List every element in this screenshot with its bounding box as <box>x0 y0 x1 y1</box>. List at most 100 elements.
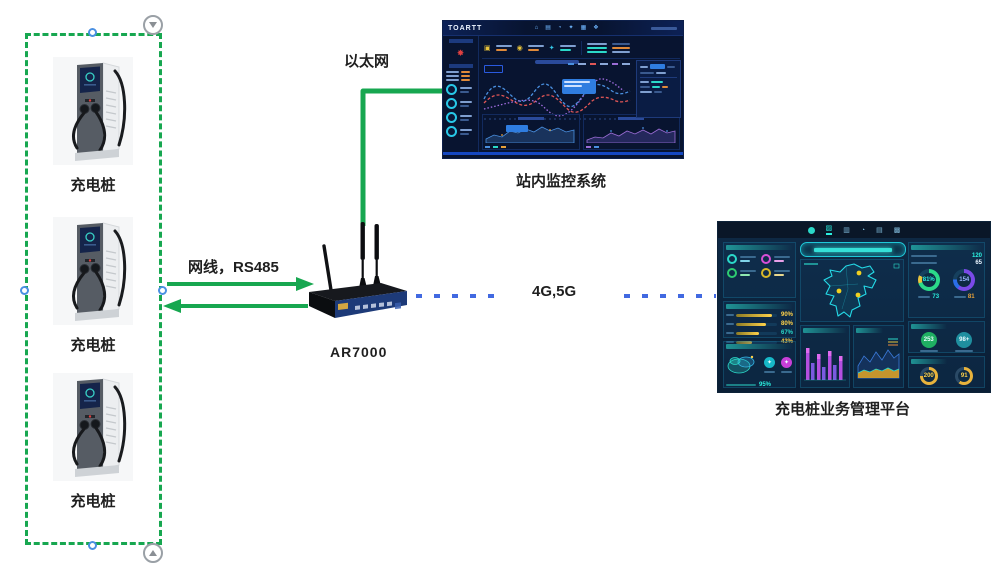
monitor-area-chart-right <box>582 114 680 150</box>
triangle-down-icon <box>149 22 157 28</box>
nav-list-icon: ▤ <box>545 25 551 31</box>
router-label: AR7000 <box>330 344 388 360</box>
kpi-icon: ✦ <box>764 357 775 368</box>
bar-value: 67% <box>780 330 793 336</box>
monitor-right-panel <box>636 60 681 118</box>
platform-ranking-panel: 90% 80% 67% 43% <box>723 301 796 345</box>
availability-value: 95% <box>759 382 772 388</box>
monitor-logo: TOARTT <box>448 24 483 32</box>
monitor-main: ▣ ◉ ✦ <box>479 36 683 152</box>
arc-value: 91 <box>958 370 971 382</box>
platform-counters-panel: 253 98+ <box>908 321 985 353</box>
bar-chart <box>804 348 846 381</box>
bar-value: 80% <box>780 321 793 327</box>
stat-value: 120 <box>971 253 982 259</box>
gauge-value: 154 <box>957 273 972 287</box>
kpi-icon: ✦ <box>781 357 792 368</box>
stat-ring-icon <box>727 254 737 264</box>
ethernet-label: 以太网 <box>344 53 390 70</box>
triangle-up-icon <box>149 550 157 556</box>
arrow-left-head <box>163 299 181 313</box>
region-map <box>804 263 900 318</box>
stat-icon: ◉ <box>516 44 523 52</box>
monitor-nav: ⌂ ▤ ◔ ✦ ▦ ❖ <box>482 25 651 31</box>
cable-rs485-label: 网线，RS485 <box>188 259 279 276</box>
arc-gauge: 200 <box>919 367 938 385</box>
platform-caption: 充电桩业务管理平台 <box>775 401 911 418</box>
chart-tooltip <box>562 79 596 94</box>
bar-value: 43% <box>780 339 793 345</box>
pile-label: 充电桩 <box>70 337 116 354</box>
alarm-icon: ✸ <box>456 47 465 58</box>
charging-pile-2: 充电桩 <box>53 217 133 355</box>
gauge-value: 81% <box>921 273 936 287</box>
nav-apps-icon: ❖ <box>593 25 599 31</box>
stat-value: 65 <box>975 260 982 266</box>
arc-gauge: 91 <box>955 367 974 385</box>
platform-title-banner <box>800 242 906 257</box>
arc-value: 200 <box>922 370 935 382</box>
nav-doc-icon: ▤ <box>876 226 883 234</box>
line-series <box>483 78 631 120</box>
nav-gauge-icon: ◔ <box>557 25 562 31</box>
selection-handle-top[interactable] <box>88 28 97 37</box>
collapse-down-icon[interactable] <box>143 15 163 35</box>
area-chart <box>857 338 900 379</box>
chart-button <box>484 65 503 73</box>
nav-gauge-icon: ◔ <box>860 226 866 234</box>
charging-pile-image <box>53 373 133 481</box>
donut-gauge: 154 <box>953 269 976 291</box>
ethernet-line <box>360 88 444 226</box>
bar-value: 90% <box>780 312 793 318</box>
selection-handle-bottom[interactable] <box>88 541 97 550</box>
router-ar7000 <box>305 222 410 337</box>
selection-handle-left[interactable] <box>20 286 29 295</box>
router-image <box>309 222 407 318</box>
platform-dashboard-screenshot: ▨ ▥ ◔ ▤ ▩ 90% 80% 67% 43% <box>718 222 990 392</box>
gauge-ring-icon <box>446 126 457 137</box>
sub-value: 73 <box>932 294 940 300</box>
platform-area-chart-panel <box>853 325 904 388</box>
nav-home-icon <box>807 226 815 234</box>
platform-map-panel <box>800 259 904 322</box>
pile-label: 充电桩 <box>70 493 116 510</box>
nav-chart-icon: ▨ <box>825 225 833 235</box>
monitor-header: TOARTT ⌂ ▤ ◔ ✦ ▦ ❖ <box>443 21 683 36</box>
monitor-caption: 站内监控系统 <box>516 173 607 190</box>
platform-gauges-panel: 120 65 81% 154 73 81 <box>908 242 985 318</box>
gauge-ring-icon <box>446 98 457 109</box>
monitor-dashboard-screenshot: TOARTT ⌂ ▤ ◔ ✦ ▦ ❖ ✸ <box>443 21 683 158</box>
bubble-cluster <box>727 355 755 374</box>
charging-pile-3: 充电桩 <box>53 373 133 511</box>
nav-spark-icon: ✦ <box>568 25 574 31</box>
platform-nav: ▨ ▥ ◔ ▤ ▩ <box>718 222 990 238</box>
gauge-ring-icon <box>446 112 457 123</box>
stat-icon: ✦ <box>548 44 555 52</box>
platform-availability-panel: ✦ ✦ 95% <box>723 341 796 388</box>
chart-legend <box>568 63 630 65</box>
nav-home-icon: ⌂ <box>534 25 539 31</box>
monitor-sidebar: ✸ <box>443 36 479 152</box>
stat-ring-icon <box>760 254 771 264</box>
nav-grid-icon: ▦ <box>580 25 587 31</box>
charging-pile-image <box>53 217 133 325</box>
sub-value: 81 <box>967 294 975 300</box>
charging-pile-1: 充电桩 <box>53 57 133 195</box>
gauge-ring-icon <box>446 84 457 95</box>
monitor-header-meta <box>651 26 677 30</box>
platform-arc-gauges-panel: 200 91 <box>908 356 985 388</box>
panel-chip <box>650 64 665 69</box>
monitor-line-chart <box>482 59 632 120</box>
platform-bar-chart-panel <box>800 325 850 388</box>
stat-ring-icon <box>760 268 771 278</box>
platform-stats-panel <box>723 242 796 298</box>
counter-circle: 98+ <box>956 332 973 348</box>
wan-label: 4G,5G <box>532 283 577 300</box>
collapse-up-icon[interactable] <box>143 543 163 563</box>
selection-handle-right[interactable] <box>158 286 167 295</box>
stat-ring-icon <box>727 268 737 278</box>
stat-icon: ▣ <box>484 44 491 52</box>
nav-building-icon: ▥ <box>843 226 850 234</box>
pile-label: 充电桩 <box>70 177 116 194</box>
